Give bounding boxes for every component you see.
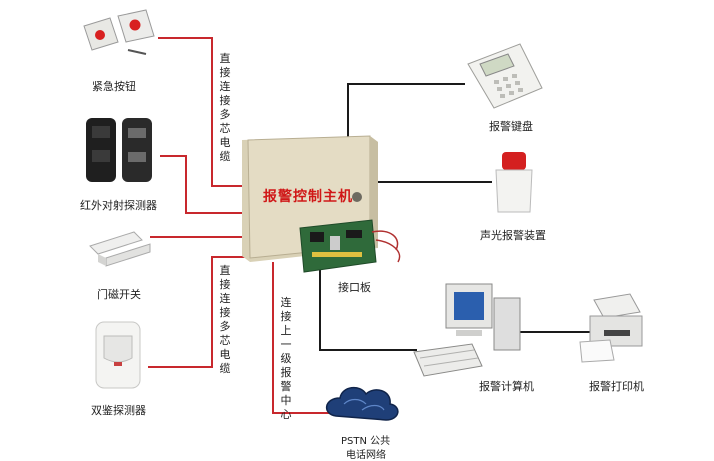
line-emergency xyxy=(158,37,250,187)
printer-label: 报警打印机 xyxy=(589,380,644,393)
line-pstn xyxy=(272,262,335,414)
line-keypad xyxy=(347,83,465,140)
keypad-label: 报警键盘 xyxy=(489,120,533,133)
computer-label: 报警计算机 xyxy=(479,380,534,393)
door-magnet-graphic xyxy=(89,231,151,267)
interface-board-label: 接口板 xyxy=(338,281,371,294)
door-magnet-label: 门磁开关 xyxy=(97,288,141,301)
emergency-button-label: 紧急按钮 xyxy=(92,80,136,93)
line-infrared xyxy=(160,155,250,214)
line-dual xyxy=(148,256,250,368)
emergency-button-graphic xyxy=(83,9,155,55)
cable-note-upper: 直接连接多芯电缆 xyxy=(219,52,231,163)
dual-detector-label: 双鉴探测器 xyxy=(91,404,146,417)
pstn-label-line1: PSTN 公共 xyxy=(341,436,391,447)
pstn-label-line2: 电话网络 xyxy=(346,450,386,461)
printer-graphic xyxy=(579,293,643,363)
siren-label: 声光报警装置 xyxy=(480,229,546,242)
keypad-graphic xyxy=(467,43,543,109)
infrared-detector-graphic xyxy=(86,118,152,182)
pstn-cloud-graphic xyxy=(326,386,399,421)
cable-note-center: 连接上一级报警中心 xyxy=(280,296,292,421)
siren-graphic xyxy=(495,152,533,213)
main-unit-title: 报警控制主机 xyxy=(263,189,353,205)
infrared-detector-label: 红外对射探测器 xyxy=(80,199,157,212)
interface-board-graphic xyxy=(299,219,401,273)
computer-graphic xyxy=(413,283,521,377)
line-computer xyxy=(319,262,417,351)
dual-detector-graphic xyxy=(95,321,141,389)
cable-note-lower: 直接连接多芯电缆 xyxy=(219,264,231,375)
